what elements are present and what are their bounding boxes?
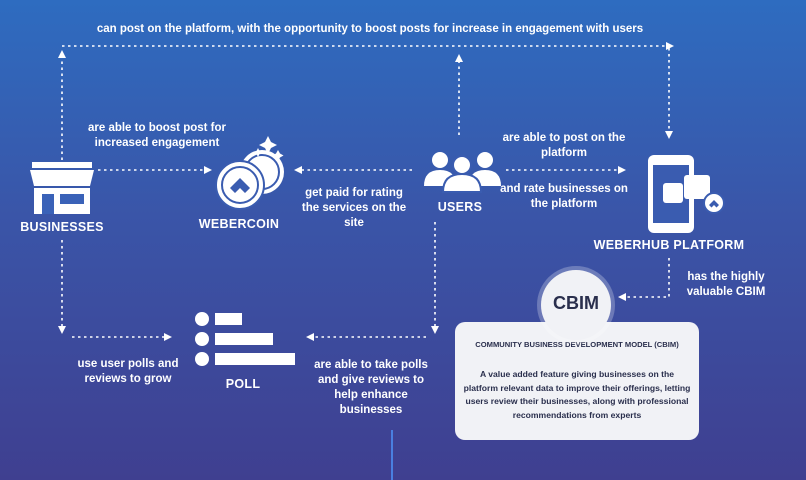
decorative-line [391,430,393,480]
edge-label-post: are able to post on the platform [502,132,626,159]
cbim-card: COMMUNITY BUSINESS DEVELOPMENT MODEL (CB… [455,322,699,440]
edge-label-rate: and rate businesses on the platform [500,183,628,210]
cbim-card-body: A value added feature giving businesses … [463,369,691,420]
edge-label-use-polls: use user polls and reviews to grow [77,358,179,385]
cbim-badge: CBIM [541,270,611,340]
node-poll-label: POLL [225,377,261,391]
edge-label-top: can post on the platform, with the oppor… [96,23,644,35]
node-webercoin-label: WEBERCOIN [198,217,280,231]
node-weberhub-label: WEBERHUB PLATFORM [593,238,745,252]
edge-label-boost: are able to boost post for increased eng… [87,122,226,149]
storefront-icon [30,162,94,214]
webercoin-icon [215,136,284,210]
poll-icon [195,312,295,366]
users-icon [424,152,501,193]
edge-label-take-polls: are able to take polls and give reviews … [314,359,428,416]
cbim-badge-label: CBIM [553,293,599,313]
edge-label-cbim: has the highly valuable CBIM [686,271,766,298]
node-users-label: USERS [437,200,483,214]
edge-weberhub-cbim [618,258,670,301]
phone-icon [648,155,725,233]
node-businesses-label: BUSINESSES [20,220,104,234]
edge-label-paid: get paid for rating the services on the … [301,187,407,229]
cbim-card-title: COMMUNITY BUSINESS DEVELOPMENT MODEL (CB… [475,340,679,349]
